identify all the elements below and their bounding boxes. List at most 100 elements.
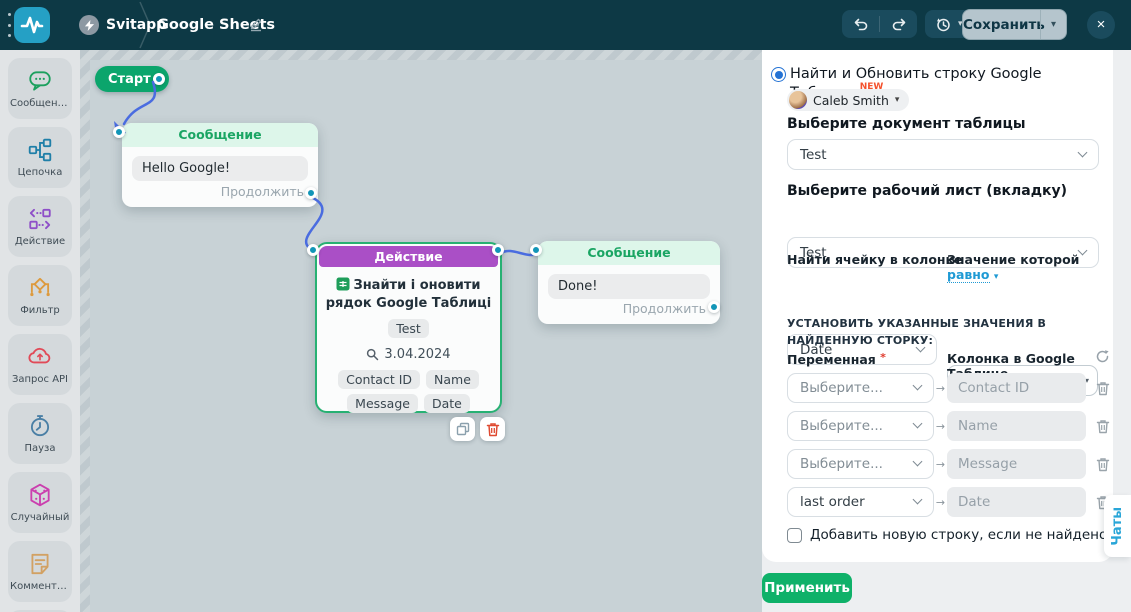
action-code-icon — [29, 208, 51, 230]
trash-icon — [1096, 381, 1110, 395]
add-row-checkbox[interactable] — [787, 527, 802, 543]
action-node-header: Действие — [319, 246, 498, 267]
chevron-down-icon — [912, 418, 923, 429]
message1-input-port[interactable] — [113, 126, 125, 138]
worksheet-select[interactable]: Test — [787, 237, 1099, 268]
action-node-selected[interactable]: Действие Знайти і оновити рядок Google Т… — [315, 242, 502, 414]
brand-name: Svitapp — [106, 17, 167, 33]
arrow-right-icon: → — [935, 419, 946, 433]
sidebar-item-message[interactable]: Сообщение — [8, 58, 72, 119]
history-clock-icon[interactable] — [925, 10, 962, 38]
message-node-header: Сообщение — [538, 241, 720, 265]
avatar — [789, 91, 807, 109]
tag: Name — [426, 370, 479, 390]
mapping-row: Выберите... → Name — [787, 411, 1110, 441]
sidebar-item-random[interactable]: Случайный — [8, 472, 72, 533]
sidebar-item-action[interactable]: Действие — [8, 196, 72, 257]
chain-flow-icon — [28, 138, 52, 162]
account-selector[interactable]: Caleb Smith ▾ — [787, 89, 910, 111]
close-button[interactable]: × — [1087, 11, 1115, 39]
apply-button[interactable]: Применить — [762, 573, 852, 603]
pulse-icon — [20, 16, 44, 34]
message-node-2[interactable]: Сообщение Done! Продолжить — [538, 241, 720, 324]
message-node-1[interactable]: Сообщение Hello Google! Продолжить — [122, 123, 318, 207]
variable-column-header: Переменная * — [787, 351, 886, 367]
variable-select[interactable]: last order — [787, 487, 934, 517]
add-row-label: Добавить новую строку, если не найдено — [810, 527, 1108, 543]
action-type-radio[interactable] — [771, 67, 786, 82]
variable-select[interactable]: Выберите... — [787, 373, 934, 403]
tag: Message — [347, 394, 418, 414]
action-input-port[interactable] — [307, 244, 319, 256]
required-asterisk: * — [880, 351, 886, 364]
sidebar-item-partial[interactable] — [8, 610, 72, 612]
chevron-down-icon — [912, 456, 923, 467]
delete-row-button[interactable] — [1096, 419, 1110, 434]
document-label: Выберите документ таблицы — [787, 116, 1026, 132]
action-output-port[interactable] — [492, 244, 504, 256]
undo-button[interactable] — [842, 10, 879, 38]
kebab-menu-icon[interactable] — [3, 13, 15, 37]
flow-title: Google Sheets — [157, 17, 276, 33]
chevron-down-icon — [912, 380, 923, 391]
variable-select[interactable]: Выберите... — [787, 449, 934, 479]
undo-redo-group — [842, 10, 917, 38]
trash-icon — [1096, 419, 1110, 433]
dice-icon — [30, 483, 50, 507]
message2-output-port[interactable] — [708, 301, 720, 313]
start-output-port[interactable] — [153, 73, 165, 85]
delete-row-button[interactable] — [1096, 381, 1110, 396]
sidebar-item-api-request[interactable]: Запрос API — [8, 334, 72, 395]
action-config-panel: Найти и Обновить строку Google ТаблицыNE… — [762, 50, 1113, 562]
new-badge: NEW — [859, 82, 884, 92]
column-tags: Contact ID Name Message Date — [325, 370, 492, 414]
delete-node-button[interactable] — [480, 417, 505, 441]
message-text[interactable]: Hello Google! — [132, 156, 308, 181]
magnifier-icon — [367, 348, 379, 361]
chevron-down-icon — [1077, 147, 1088, 157]
redo-button[interactable] — [880, 10, 917, 38]
find-column-select[interactable]: Date — [787, 334, 937, 365]
sidebar-item-filter[interactable]: Фильтр — [8, 265, 72, 326]
save-button[interactable]: Сохранить — [963, 10, 1045, 39]
column-field: Name — [947, 411, 1086, 441]
search-value-row: 3.04.2024 — [325, 347, 492, 362]
operator-link[interactable]: равно — [947, 267, 990, 283]
api-cloud-icon — [28, 347, 51, 364]
save-split-button: Сохранить ▾ — [962, 9, 1067, 40]
topbar: Svitapp Google Sheets ▾ Сохранить ▾ × — [0, 0, 1131, 50]
trash-icon — [1096, 457, 1110, 471]
message-text[interactable]: Done! — [548, 274, 710, 299]
sidebar-item-pause[interactable]: Пауза — [8, 403, 72, 464]
flow-canvas[interactable]: Старт Сообщение Hello Google! Продолжить… — [80, 50, 762, 612]
tag: Date — [423, 394, 470, 414]
refresh-icon — [1096, 350, 1109, 363]
sidebar-item-comment[interactable]: Коммента... — [8, 541, 72, 602]
node-palette-sidebar: Сообщение Цепочка Действие Фильтр Запрос… — [0, 50, 80, 612]
column-field: Date — [947, 487, 1086, 517]
mapping-row: last order → Date — [787, 487, 1110, 517]
delete-row-button[interactable] — [1096, 457, 1110, 472]
worksheet-label: Выберите рабочий лист (вкладку) — [787, 183, 1068, 199]
caret-down-icon: ▾ — [894, 95, 900, 105]
document-select[interactable]: Test — [787, 139, 1099, 170]
breadcrumb-separator — [139, 1, 151, 49]
sidebar-item-chain[interactable]: Цепочка — [8, 127, 72, 188]
start-node[interactable]: Старт — [95, 66, 169, 92]
message1-output-port[interactable] — [305, 187, 317, 199]
message2-input-port[interactable] — [530, 244, 542, 256]
node-toolbar — [450, 417, 505, 441]
duplicate-node-button[interactable] — [450, 417, 475, 441]
mapping-row: Выберите... → Contact ID — [787, 373, 1110, 403]
edit-title-icon[interactable] — [248, 16, 264, 32]
sheet-name-tag: Test — [388, 319, 429, 339]
message-bubble-icon — [29, 71, 51, 91]
chats-tab[interactable]: Чаты — [1104, 495, 1131, 557]
filter-branch-icon — [30, 277, 50, 297]
app-logo-icon[interactable] — [14, 7, 50, 43]
canvas-edge-stripes-left — [80, 50, 90, 612]
variable-select[interactable]: Выберите... — [787, 411, 934, 441]
refresh-columns-button[interactable] — [1095, 349, 1110, 364]
save-dropdown-button[interactable]: ▾ — [1040, 10, 1066, 39]
caret-down-icon: ▾ — [1084, 376, 1089, 385]
